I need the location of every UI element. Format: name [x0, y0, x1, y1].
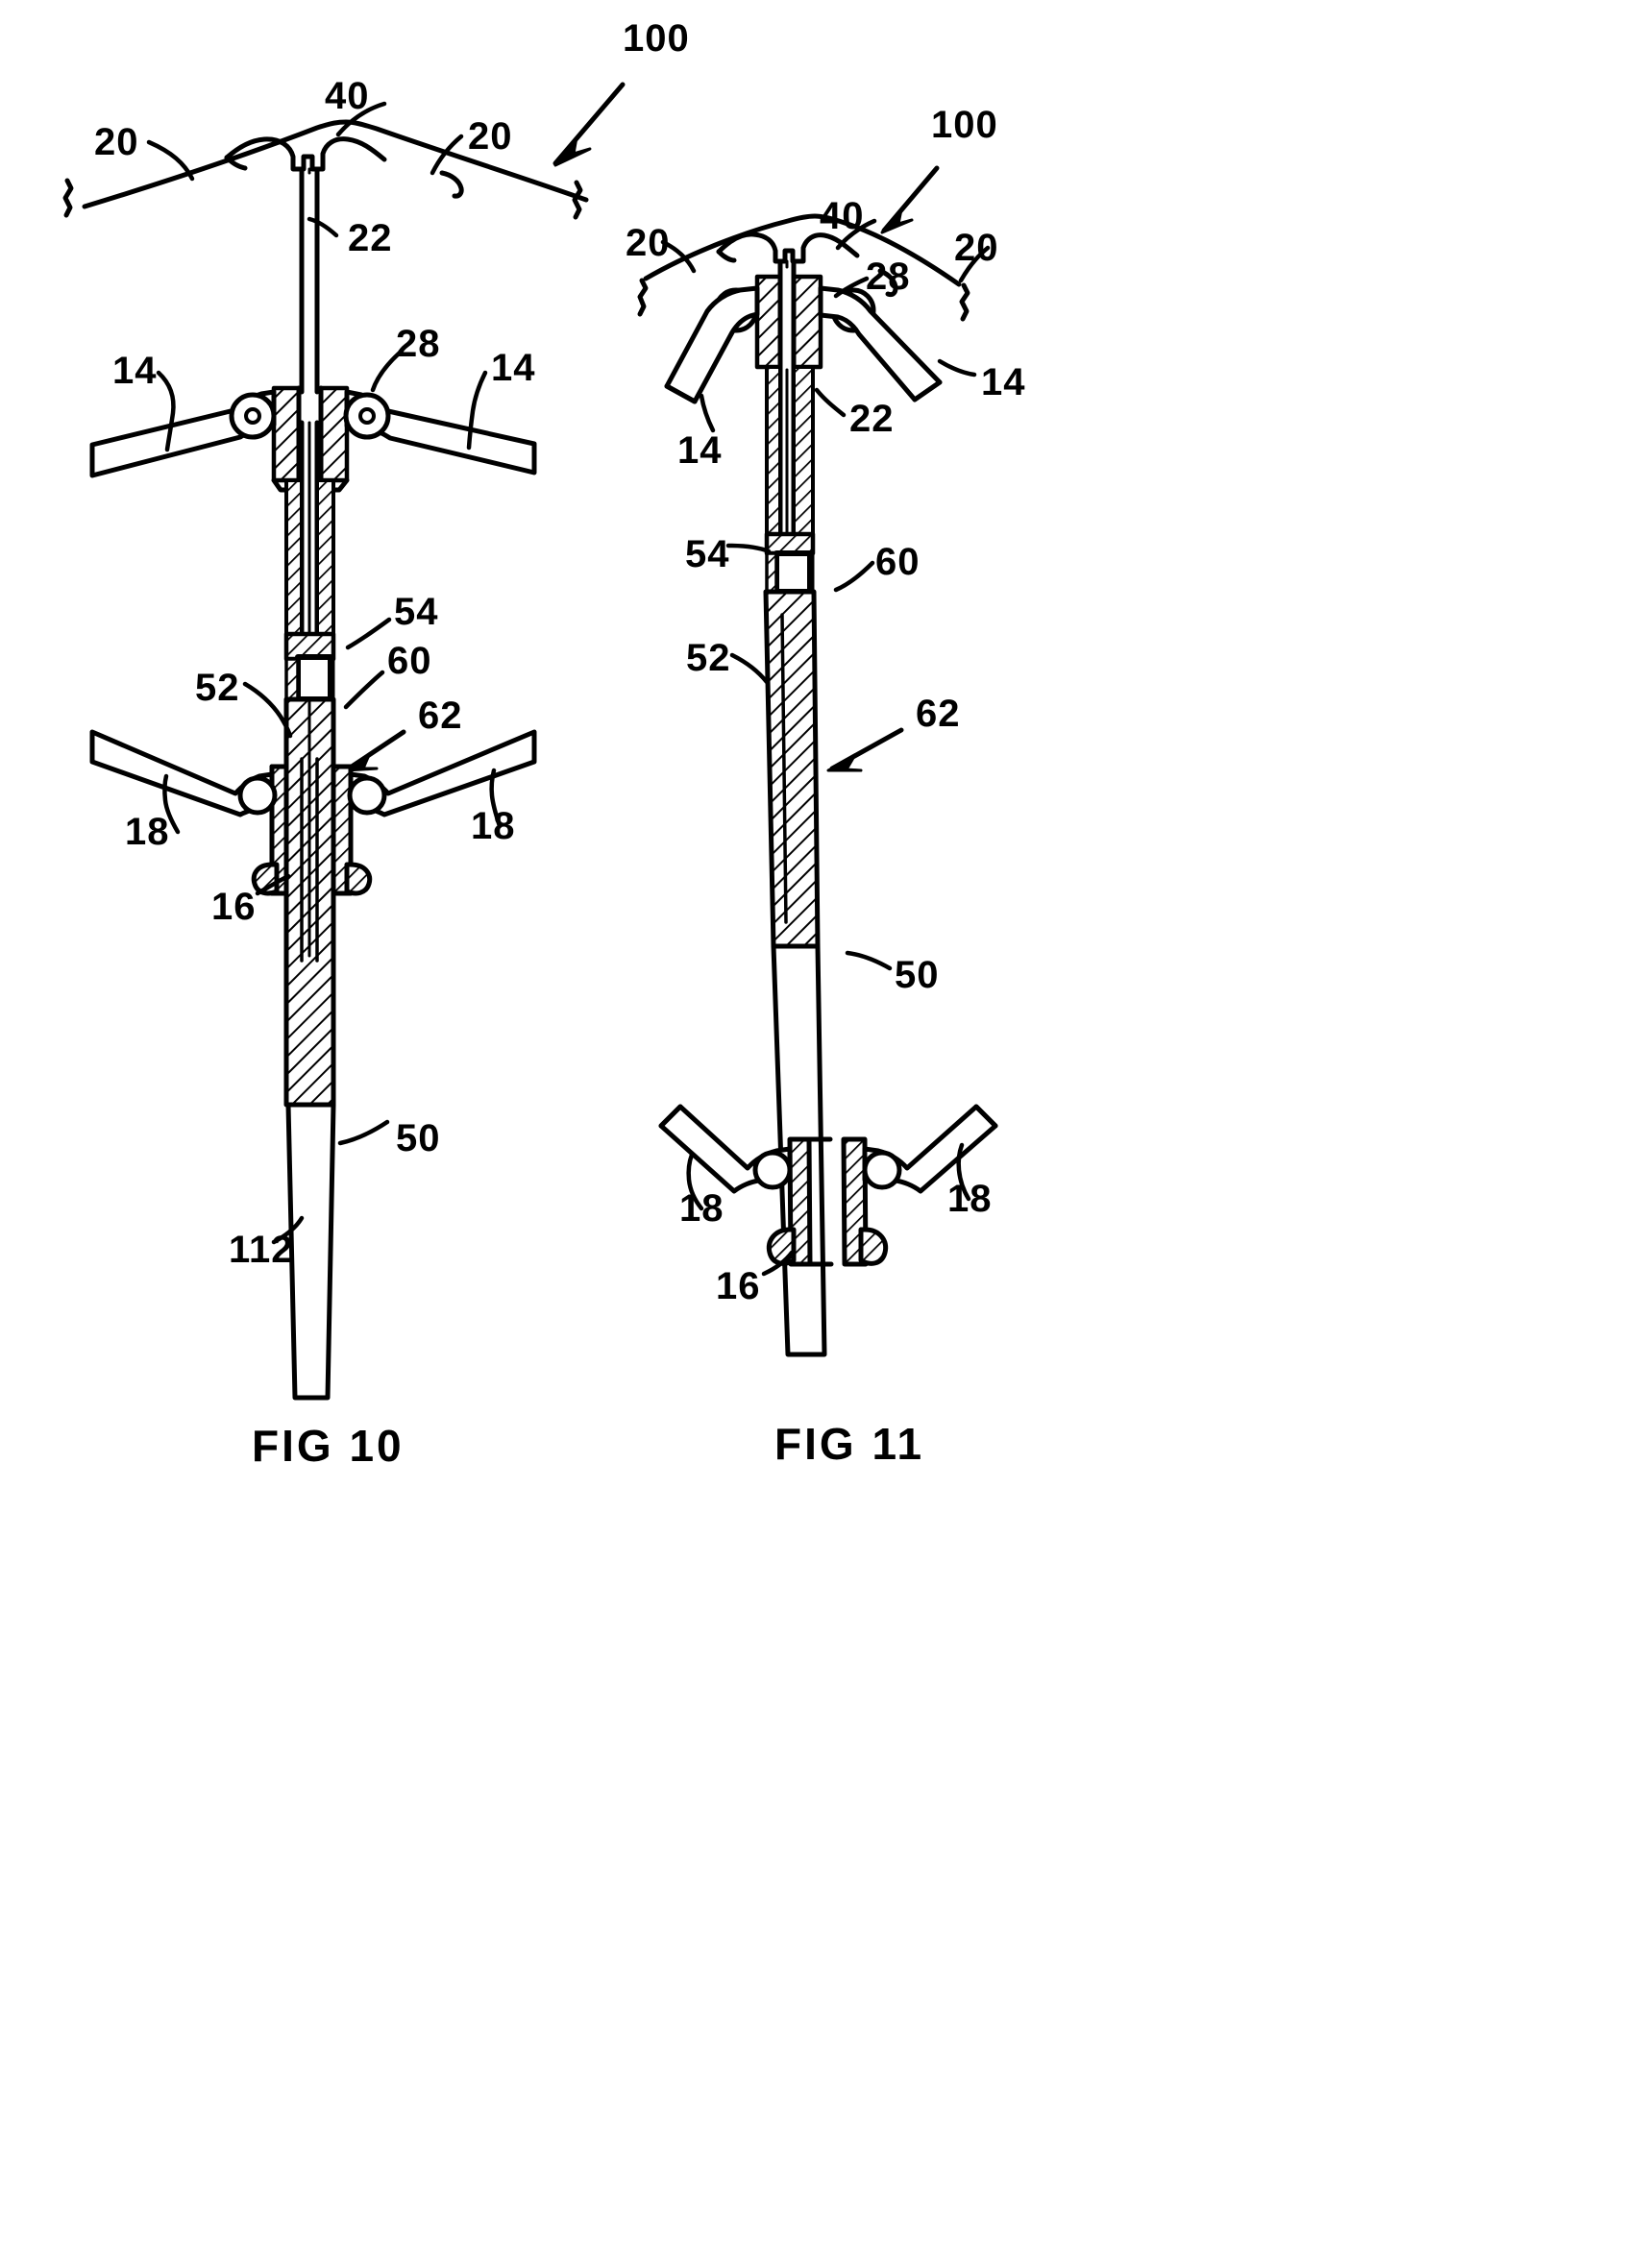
figure-caption-fig-11: FIG 11	[774, 1419, 925, 1469]
fig11-assembly-leader	[880, 165, 940, 234]
fig10-ref-18-left: 18	[125, 811, 170, 853]
fig11-ref-100: 100	[931, 104, 998, 146]
fig11-ref-54: 54	[685, 533, 730, 575]
fig10-ref-112: 112	[229, 1229, 294, 1271]
fig11-ref-28: 28	[866, 256, 911, 298]
fig10-stretcher-18-right	[347, 729, 537, 817]
fig11-ref-60: 60	[875, 541, 921, 583]
fig10-assembly-leader	[552, 82, 626, 167]
fig11-ref-20-left: 20	[626, 222, 671, 264]
fig10-ref-16: 16	[211, 886, 257, 928]
fig10-ref-60: 60	[387, 640, 432, 682]
fig10-main-rib-14-right	[343, 389, 537, 476]
fig10-ref-50: 50	[396, 1117, 441, 1159]
fig11-ref-52: 52	[686, 637, 731, 679]
fig11-ref-16: 16	[716, 1265, 761, 1307]
fig10-canopy-outer	[82, 119, 589, 209]
fig10-ref-40: 40	[325, 75, 370, 117]
fig10-canopy-inner	[224, 136, 464, 199]
fig11-engagement-arrow-62	[826, 727, 904, 772]
fig11-main-rib-14-right	[818, 285, 943, 402]
fig10-ref-14-right: 14	[491, 347, 536, 389]
fig11-stretcher-18-right	[862, 1104, 998, 1194]
fig10-inner-rod	[299, 420, 320, 648]
fig10-ref-22: 22	[348, 217, 393, 259]
fig11-ref-14-left: 14	[677, 429, 723, 472]
fig11-rib-20-ends	[637, 278, 970, 322]
fig11-canopy-inner	[716, 232, 898, 298]
fig11-inner-rod	[777, 367, 797, 550]
fig10-leaders	[146, 101, 503, 1245]
fig10-ref-100: 100	[623, 17, 690, 60]
fig11-stretcher-18-left	[658, 1104, 793, 1194]
fig10-ref-52: 52	[195, 667, 240, 709]
fig11-ref-40: 40	[820, 195, 865, 237]
fig11-ref-20-right: 20	[954, 227, 999, 269]
fig10-ref-20-left: 20	[94, 121, 139, 163]
figure-11-geometry	[637, 165, 998, 1357]
fig10-ref-54: 54	[394, 591, 439, 633]
fig11-ref-18-left: 18	[679, 1187, 724, 1230]
fig11-ref-14-right: 14	[981, 361, 1026, 403]
fig10-upper-shaft-22	[299, 167, 320, 395]
fig10-ref-14-left: 14	[112, 350, 158, 392]
fig11-ref-50: 50	[895, 954, 940, 996]
fig10-rib-20-end-ticks	[62, 178, 583, 220]
fig10-main-rib-14-left	[89, 389, 277, 478]
fig11-main-rib-14-left	[664, 285, 760, 404]
fig10-lower-shaft-50	[285, 1102, 336, 1401]
fig10-runner-16	[251, 764, 373, 896]
fig10-ref-18-right: 18	[471, 805, 516, 847]
fig10-ref-62: 62	[418, 695, 463, 737]
fig11-leaders	[660, 218, 991, 1277]
fig11-tube-52	[763, 365, 821, 949]
fig10-tube-52	[283, 478, 336, 1108]
fig10-stretcher-18-left	[89, 729, 278, 817]
fig10-ref-20-right: 20	[468, 115, 513, 158]
figure-10-geometry	[62, 82, 626, 1401]
fig11-ref-22: 22	[849, 398, 895, 440]
fig11-hinge-hub-28	[754, 274, 823, 370]
fig10-hinge-hub-28	[271, 385, 350, 493]
fig11-canopy-outer	[643, 213, 962, 287]
fig11-ref-18-right: 18	[947, 1178, 993, 1220]
fig11-ref-62: 62	[916, 693, 961, 735]
fig10-engagement-arrow-62	[344, 729, 406, 772]
figure-caption-fig-10: FIG 10	[252, 1421, 405, 1471]
fig10-ref-28: 28	[396, 323, 441, 365]
